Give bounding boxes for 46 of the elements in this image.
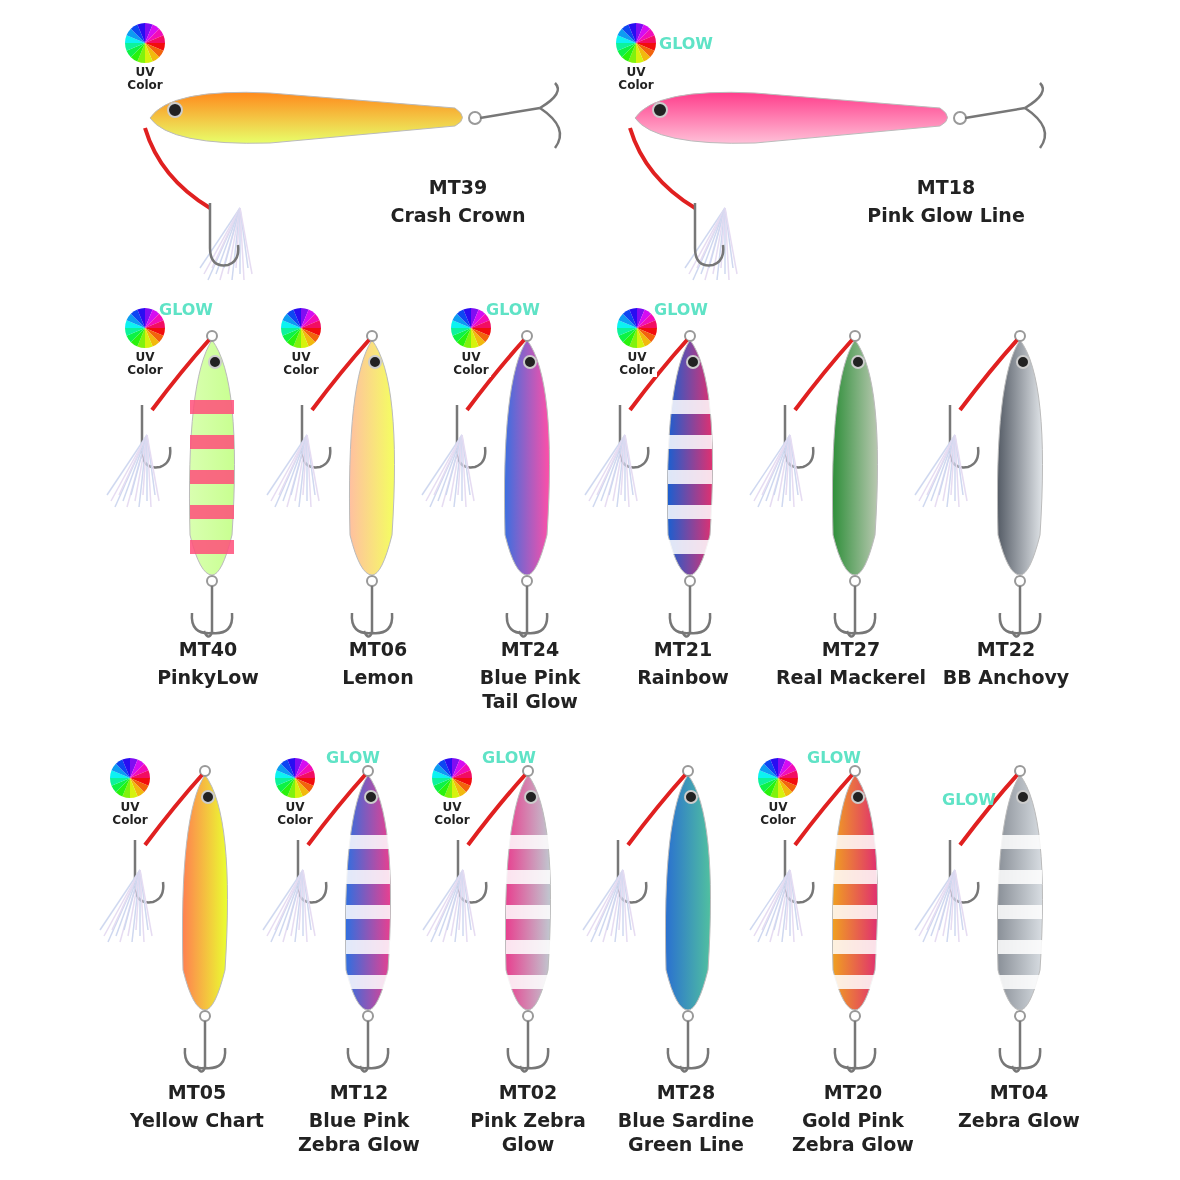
- color-name: PinkyLow: [156, 665, 260, 689]
- color-name: Blue Pink Tail Glow: [478, 665, 582, 713]
- color-name: Pink Zebra Glow: [469, 1108, 587, 1156]
- product-code: MT28: [656, 1081, 716, 1103]
- product-code: MT40: [178, 638, 238, 660]
- color-name: BB Anchovy: [941, 665, 1071, 689]
- product-code: MT24: [500, 638, 560, 660]
- uv-color-label: UV Color: [617, 351, 657, 377]
- color-name: Rainbow: [636, 665, 730, 689]
- glow-label: GLOW: [659, 34, 713, 53]
- product-code: MT21: [653, 638, 713, 660]
- color-name: Gold Pink Zebra Glow: [791, 1108, 915, 1156]
- glow-label: GLOW: [326, 748, 380, 767]
- product-code: MT02: [498, 1081, 558, 1103]
- product-code: MT05: [167, 1081, 227, 1103]
- product-code: MT22: [976, 638, 1036, 660]
- uv-color-label: UV Color: [758, 801, 798, 827]
- uv-color-label: UV Color: [125, 351, 165, 377]
- uv-color-label: UV Color: [275, 801, 315, 827]
- glow-label: GLOW: [807, 748, 861, 767]
- uv-color-label: UV Color: [125, 66, 165, 92]
- uv-color-label: UV Color: [281, 351, 321, 377]
- product-code: MT06: [348, 638, 408, 660]
- uv-color-label: UV Color: [616, 66, 656, 92]
- product-code: MT18: [916, 176, 976, 198]
- color-name: Real Mackerel: [774, 665, 928, 689]
- glow-label: GLOW: [159, 300, 213, 319]
- product-code: MT27: [821, 638, 881, 660]
- product-code: MT39: [428, 176, 488, 198]
- glow-label: GLOW: [942, 790, 996, 809]
- product-code: MT12: [329, 1081, 389, 1103]
- glow-label: GLOW: [482, 748, 536, 767]
- uv-color-label: UV Color: [451, 351, 491, 377]
- color-name: Yellow Chart: [129, 1108, 265, 1132]
- glow-label: GLOW: [654, 300, 708, 319]
- uv-color-label: UV Color: [432, 801, 472, 827]
- color-name: Crash Crown: [389, 203, 527, 227]
- product-code: MT20: [823, 1081, 883, 1103]
- color-name: Blue Pink Zebra Glow: [297, 1108, 421, 1156]
- color-name: Blue Sardine Green Line: [616, 1108, 756, 1156]
- product-code: MT04: [989, 1081, 1049, 1103]
- color-name: Pink Glow Line: [866, 203, 1026, 227]
- glow-label: GLOW: [486, 300, 540, 319]
- color-name: Lemon: [341, 665, 415, 689]
- color-name: Zebra Glow: [957, 1108, 1081, 1132]
- uv-color-label: UV Color: [110, 801, 150, 827]
